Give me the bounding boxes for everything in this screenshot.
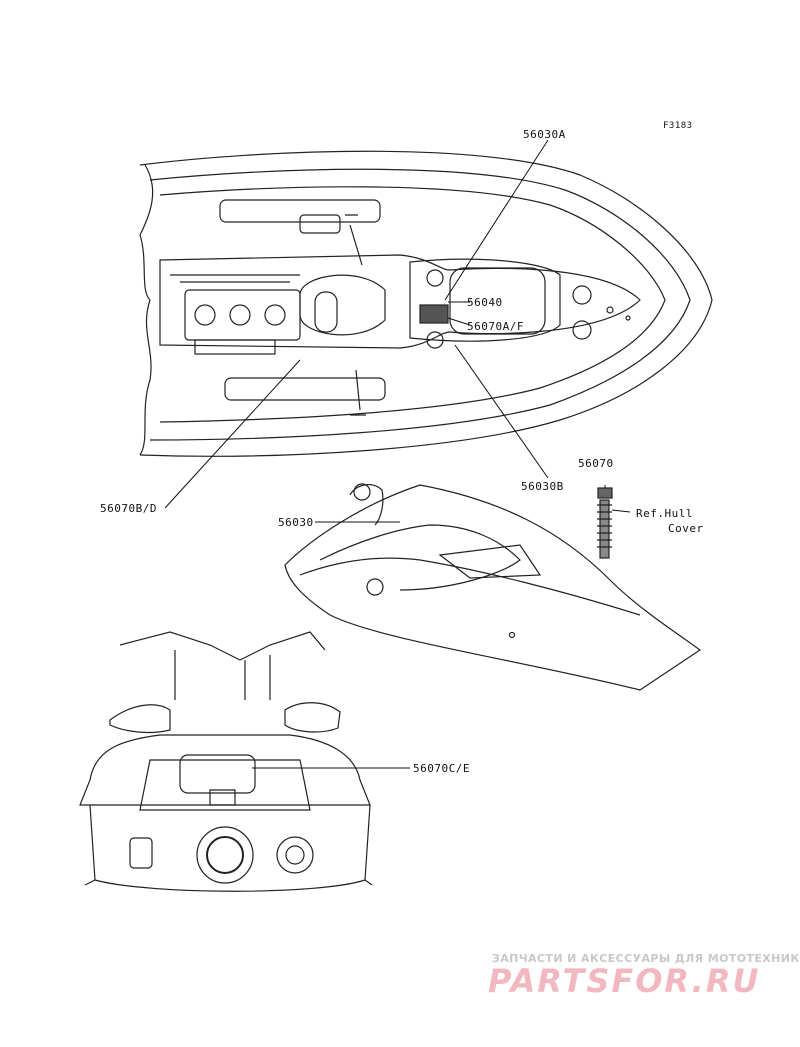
side-view-hull xyxy=(284,483,702,691)
label-cover: Cover xyxy=(668,522,704,535)
label-56030B: 56030B xyxy=(521,480,564,493)
figure-id: F3183 xyxy=(663,121,693,131)
label-56030A: 56030A xyxy=(523,128,566,141)
label-56070BD: 56070B/D xyxy=(100,502,157,515)
ref-hull-cover-part xyxy=(597,487,613,559)
label-56070AF: 56070A/F xyxy=(467,320,524,333)
label-ref-hull: Ref.Hull xyxy=(636,507,693,520)
label-56070CE: 56070C/E xyxy=(413,762,470,775)
top-view-hull xyxy=(139,150,713,457)
rear-view-hull xyxy=(79,631,373,892)
label-56030: 56030 xyxy=(278,516,314,529)
watermark-tagline: ЗАПЧАСТИ И АКСЕССУАРЫ ДЛЯ МОТОТЕХНИКИ xyxy=(492,952,800,965)
watermark-logo: PARTSFOR.RU xyxy=(488,962,761,1000)
label-56040: 56040 xyxy=(467,296,503,309)
label-56070: 56070 xyxy=(578,457,614,470)
